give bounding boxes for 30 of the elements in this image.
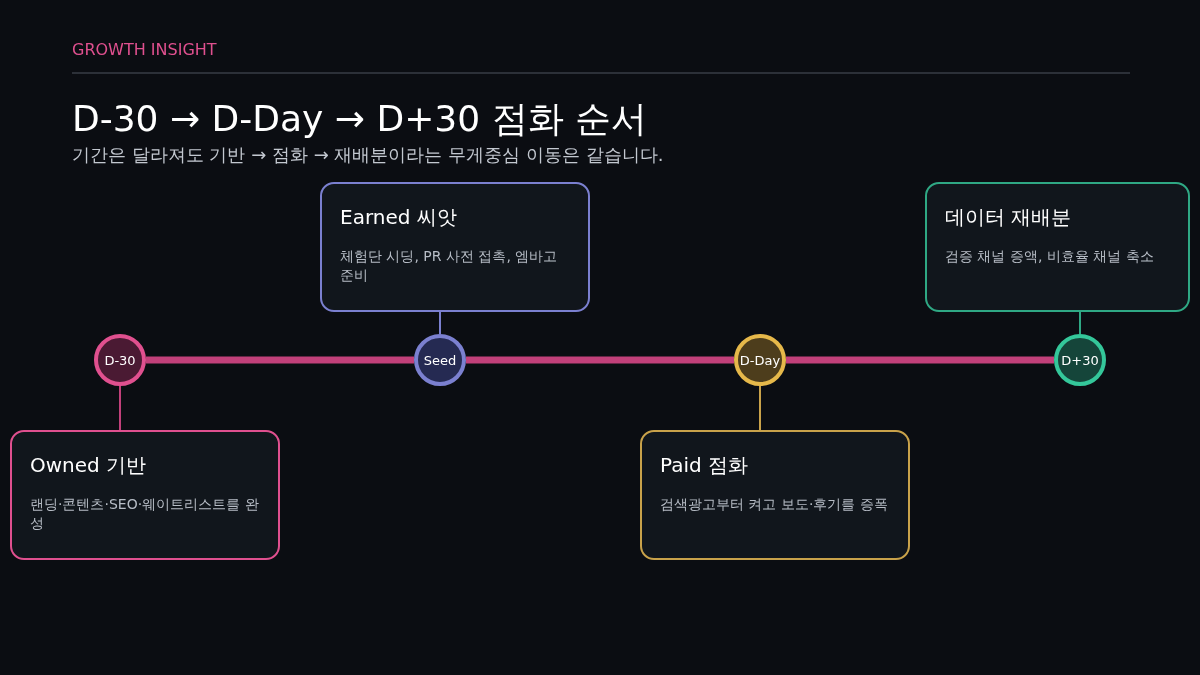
timeline-bar	[146, 356, 414, 364]
card-description: 체험단 시딩, PR 사전 접촉, 엠바고 준비	[340, 247, 559, 285]
card-heading: Paid 점화	[660, 452, 749, 479]
milestone-label: D-Day	[739, 352, 781, 368]
phase-card	[925, 182, 1190, 312]
milestone-label: Seed	[423, 352, 457, 368]
subtitle-text: 기간은 달라져도 기반 → 점화 → 재배분이라는 무게중심 이동은 같습니다.	[72, 143, 664, 167]
card-heading: Earned 씨앗	[340, 204, 457, 231]
kicker-text: GROWTH INSIGHT	[72, 40, 217, 59]
title: D-30 → D-Day → D+30 점화 순서	[72, 97, 647, 141]
connector-line	[119, 385, 121, 431]
card-heading: 데이터 재배분	[945, 204, 1072, 231]
phase-card	[320, 182, 590, 312]
connector-line	[1079, 311, 1081, 335]
card-description: 검증 채널 증액, 비효율 채널 축소	[945, 247, 1155, 266]
card-heading: Owned 기반	[30, 452, 147, 479]
card-description: 랜딩·콘텐츠·SEO·웨이트리스트를 완성	[30, 495, 260, 533]
milestone-label: D+30	[1061, 352, 1099, 368]
phase-card	[10, 430, 280, 560]
connector-line	[759, 385, 761, 431]
milestone-circle	[734, 334, 786, 386]
milestone-circle	[1054, 334, 1106, 386]
milestone-circle	[94, 334, 146, 386]
card-description: 검색광고부터 켜고 보도·후기를 증폭	[660, 495, 889, 514]
timeline-bar	[466, 356, 734, 364]
milestone-circle	[414, 334, 466, 386]
timeline-bar	[786, 356, 1054, 364]
phase-card	[640, 430, 910, 560]
connector-line	[439, 311, 441, 335]
milestone-label: D-30	[104, 352, 136, 368]
